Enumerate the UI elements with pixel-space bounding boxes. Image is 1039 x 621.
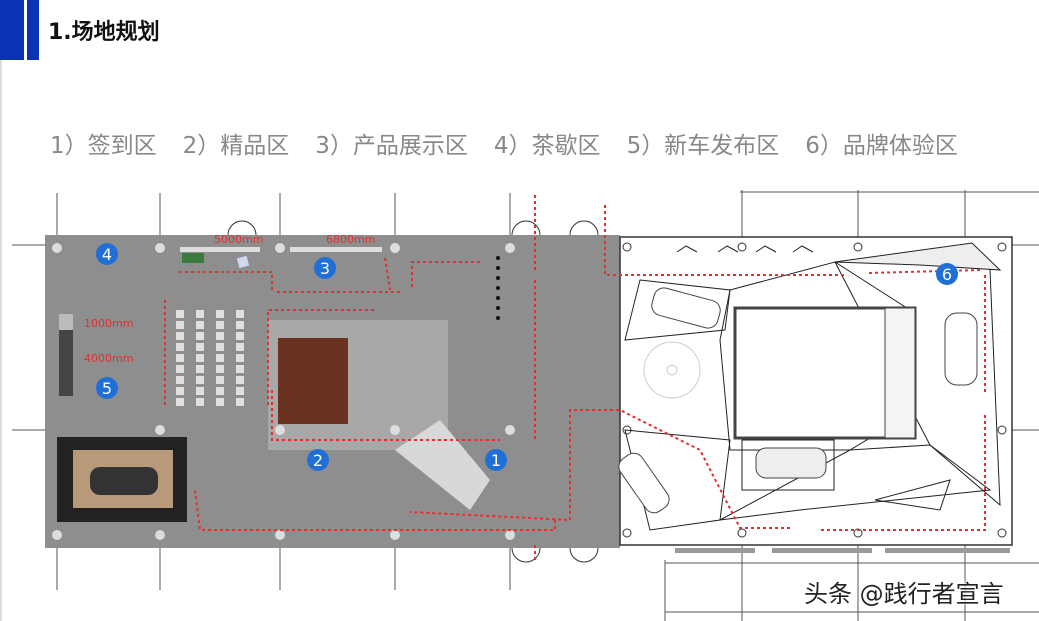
stage-top [59,314,73,330]
seat [216,343,224,351]
bollards [496,256,500,320]
seat [196,365,204,373]
svg-text:6: 6 [942,265,952,284]
zone-markers: 1 2 3 4 5 6 [96,243,958,471]
seat [216,376,224,384]
zone-item: 1）签到区 [50,133,157,159]
zone-item: 2）精品区 [182,133,290,159]
seat [216,321,224,329]
seat [176,387,184,395]
seat [176,321,184,329]
car-icon [90,467,158,495]
car-icon [618,452,670,514]
seat [196,332,204,340]
left-border [0,60,2,621]
stage [59,330,73,396]
svg-text:3: 3 [320,259,330,278]
seat [236,387,244,395]
seat [216,354,224,362]
seat [216,398,224,406]
ramp [395,420,490,510]
seat [176,310,184,318]
dimension-label: 5000mm [214,233,263,246]
zone-marker-2: 2 [307,449,329,471]
plant [182,253,204,263]
car-icon [755,447,827,479]
seat [176,354,184,362]
dimension-label: 6800mm [326,233,375,246]
seat [196,376,204,384]
accent-bar-secondary [27,0,39,60]
car-bay [741,439,835,491]
columns-right [622,242,1007,538]
seat [196,343,204,351]
seat [196,354,204,362]
seat [216,310,224,318]
seat [176,398,184,406]
seat [236,332,244,340]
visitor-route [164,195,986,560]
booth-floor [278,338,348,424]
seat [196,398,204,406]
svg-text:4: 4 [102,245,112,264]
seat-grid [176,310,244,406]
seat [216,332,224,340]
zone-marker-3: 3 [314,257,336,279]
svg-text:2: 2 [313,451,323,470]
seat [196,310,204,318]
seat [176,343,184,351]
seat [176,365,184,373]
counter-6800 [290,247,382,252]
counter-5000 [180,247,260,252]
seat [176,376,184,384]
car-icon [651,287,721,329]
seat [236,321,244,329]
zone-marker-5: 5 [96,377,118,399]
chevrons [676,245,814,253]
section-heading: 1.场地规划 [48,20,160,45]
columns [52,243,515,540]
bottom-strips [675,548,1010,553]
accent-bar [0,0,24,60]
seat [196,387,204,395]
seat [236,310,244,318]
seat [236,398,244,406]
zone-list: 1）签到区 2）精品区 3）产品展示区 4）茶歇区 5）新车发布区 6）品牌体验区 [50,126,984,160]
zone-marker-1: 1 [485,449,507,471]
svg-text:5: 5 [102,379,112,398]
watermark: 头条 @践行者宣言 [804,580,1004,608]
zone-item: 4）茶歇区 [493,133,601,159]
seat [236,354,244,362]
zone-marker-6: 6 [936,263,958,285]
seat [196,321,204,329]
seat [176,332,184,340]
svg-text:1: 1 [491,451,501,470]
car-icon [944,312,978,386]
seat [216,365,224,373]
zone-item: 5）新车发布区 [626,133,780,159]
dimension-label: 4000mm [84,352,133,365]
zone-item: 6）品牌体验区 [805,133,958,159]
zone-item: 3）产品展示区 [315,133,468,159]
seat [236,343,244,351]
spiral-stair [643,341,701,399]
staircase [884,307,916,439]
table [236,255,250,269]
zone-marker-4: 4 [96,243,118,265]
seat [236,376,244,384]
seat [216,387,224,395]
spiral-stair-core [666,364,678,376]
seat [236,365,244,373]
dimension-label: 1000mm [84,317,133,330]
